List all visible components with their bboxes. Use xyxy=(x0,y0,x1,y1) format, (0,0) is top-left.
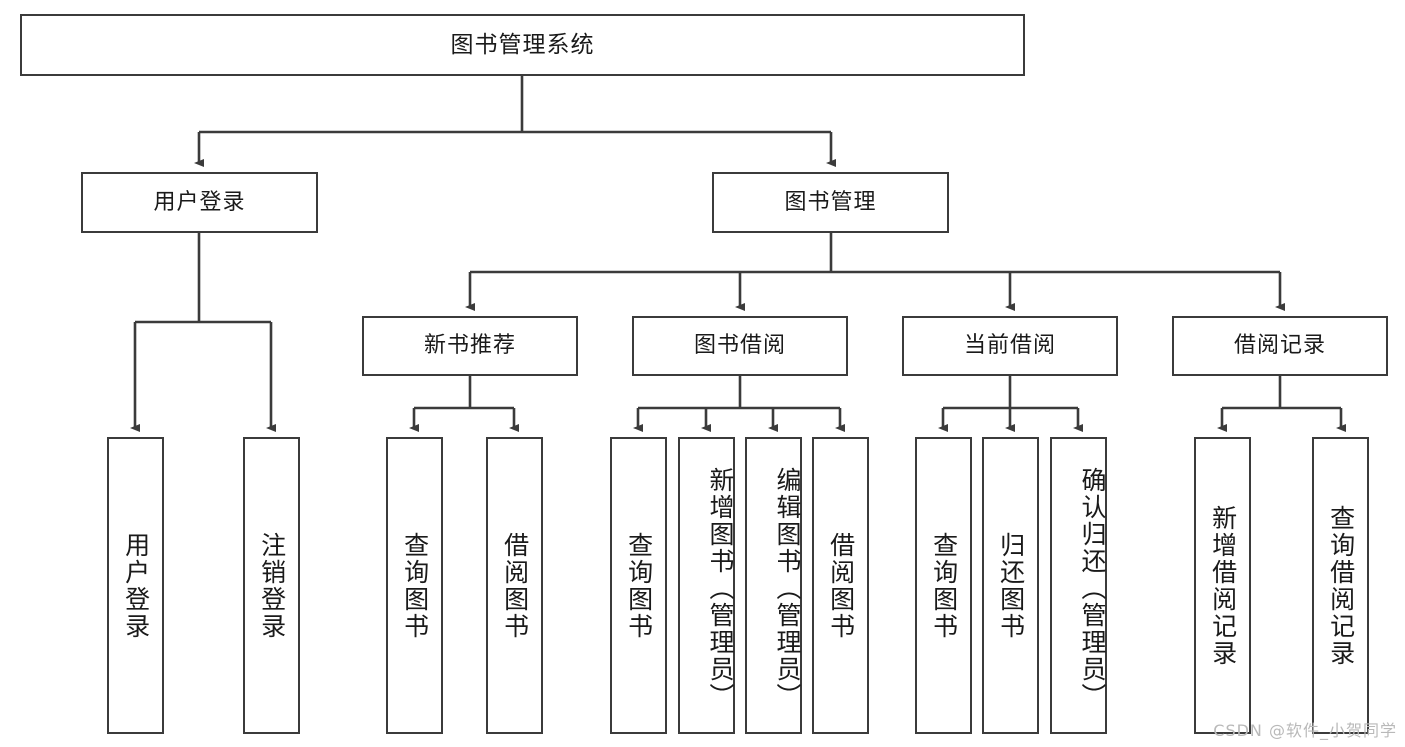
leaf-new-book-query-book[interactable]: 查询图书 xyxy=(386,437,443,734)
leaf-book-borrow-edit-book-admin[interactable]: 编辑图书（管理员） xyxy=(745,437,802,734)
leaf-borrow-record-query-record[interactable]: 查询借阅记录 xyxy=(1312,437,1369,734)
leaf-book-borrow-add-book-admin[interactable]: 新增图书（管理员） xyxy=(678,437,735,734)
leaf-user-login-login[interactable]: 用户登录 xyxy=(107,437,164,734)
node-new-book-recommend[interactable]: 新书推荐 xyxy=(362,316,578,376)
node-user-login[interactable]: 用户登录 xyxy=(81,172,318,233)
node-root-system[interactable]: 图书管理系统 xyxy=(20,14,1025,76)
node-current-borrow[interactable]: 当前借阅 xyxy=(902,316,1118,376)
leaf-user-login-logout[interactable]: 注销登录 xyxy=(243,437,300,734)
leaf-current-borrow-return-book[interactable]: 归还图书 xyxy=(982,437,1039,734)
leaf-borrow-record-add-record[interactable]: 新增借阅记录 xyxy=(1194,437,1251,734)
leaf-current-borrow-query-book[interactable]: 查询图书 xyxy=(915,437,972,734)
csdn-watermark: CSDN @软件_小贺同学 xyxy=(1213,721,1397,740)
leaf-current-borrow-confirm-return-admin[interactable]: 确认归还（管理员） xyxy=(1050,437,1107,734)
node-book-management[interactable]: 图书管理 xyxy=(712,172,949,233)
node-book-borrow[interactable]: 图书借阅 xyxy=(632,316,848,376)
leaf-new-book-borrow-book[interactable]: 借阅图书 xyxy=(486,437,543,734)
leaf-book-borrow-borrow-book[interactable]: 借阅图书 xyxy=(812,437,869,734)
node-borrow-record[interactable]: 借阅记录 xyxy=(1172,316,1388,376)
leaf-book-borrow-query-book[interactable]: 查询图书 xyxy=(610,437,667,734)
